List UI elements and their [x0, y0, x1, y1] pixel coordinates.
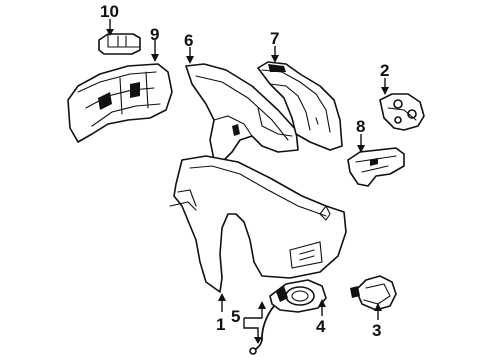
callout-6: 6 [184, 31, 193, 50]
part-2-bracket [379, 93, 425, 131]
part-6-quarter-inner-panel [185, 63, 299, 161]
callout-10: 10 [100, 2, 119, 21]
callout-5: 5 [231, 307, 240, 326]
callout-3: 3 [372, 321, 381, 340]
callout-labels: 10 9 6 7 2 8 1 5 4 3 [100, 2, 389, 340]
callout-2: 2 [380, 61, 389, 80]
callout-4: 4 [316, 317, 326, 336]
part-9-wheelhouse-panel [67, 63, 173, 143]
part-3-fuel-door [350, 275, 397, 311]
callout-8: 8 [356, 117, 365, 136]
part-5-hose [249, 305, 275, 355]
part-8-bracket [347, 147, 405, 187]
part-4-filler-housing [269, 279, 327, 313]
leader-lines [106, 19, 389, 344]
callout-1: 1 [216, 315, 225, 334]
callout-7: 7 [270, 29, 279, 48]
part-1-quarter-panel [169, 155, 347, 293]
callout-9: 9 [150, 25, 159, 44]
part-7-rear-inner-structure [257, 61, 343, 151]
part-10-bracket [98, 33, 141, 55]
